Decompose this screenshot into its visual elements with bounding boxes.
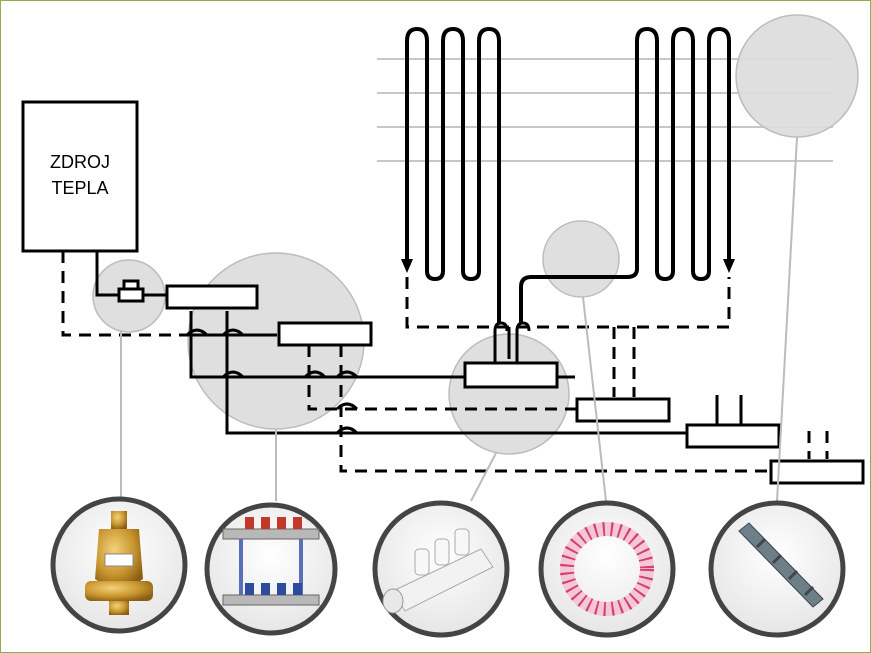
heat-source-box: ZDROJ TEPLA [23, 102, 137, 251]
valve-symbol [119, 281, 143, 301]
manifold-distributor-icon [207, 505, 335, 633]
product-circles [53, 499, 843, 635]
heat-source-label-line1: ZDROJ [50, 152, 110, 172]
distributor-box-5 [687, 425, 779, 447]
mounting-rail-icon [711, 503, 843, 635]
air-separator-valve-icon [53, 499, 185, 631]
heating-loop-right [521, 29, 735, 323]
heating-loop-left [401, 29, 499, 323]
distributor-box-2 [279, 323, 371, 345]
pipe-coil-icon [541, 503, 673, 635]
distributor-box-6 [771, 461, 863, 483]
distributor-box-3 [465, 363, 557, 387]
heat-source-label-line2: TEPLA [51, 178, 108, 198]
distributor-box-1 [167, 286, 257, 308]
distributor-box-4 [577, 399, 669, 421]
plastic-manifold-icon [375, 503, 507, 635]
